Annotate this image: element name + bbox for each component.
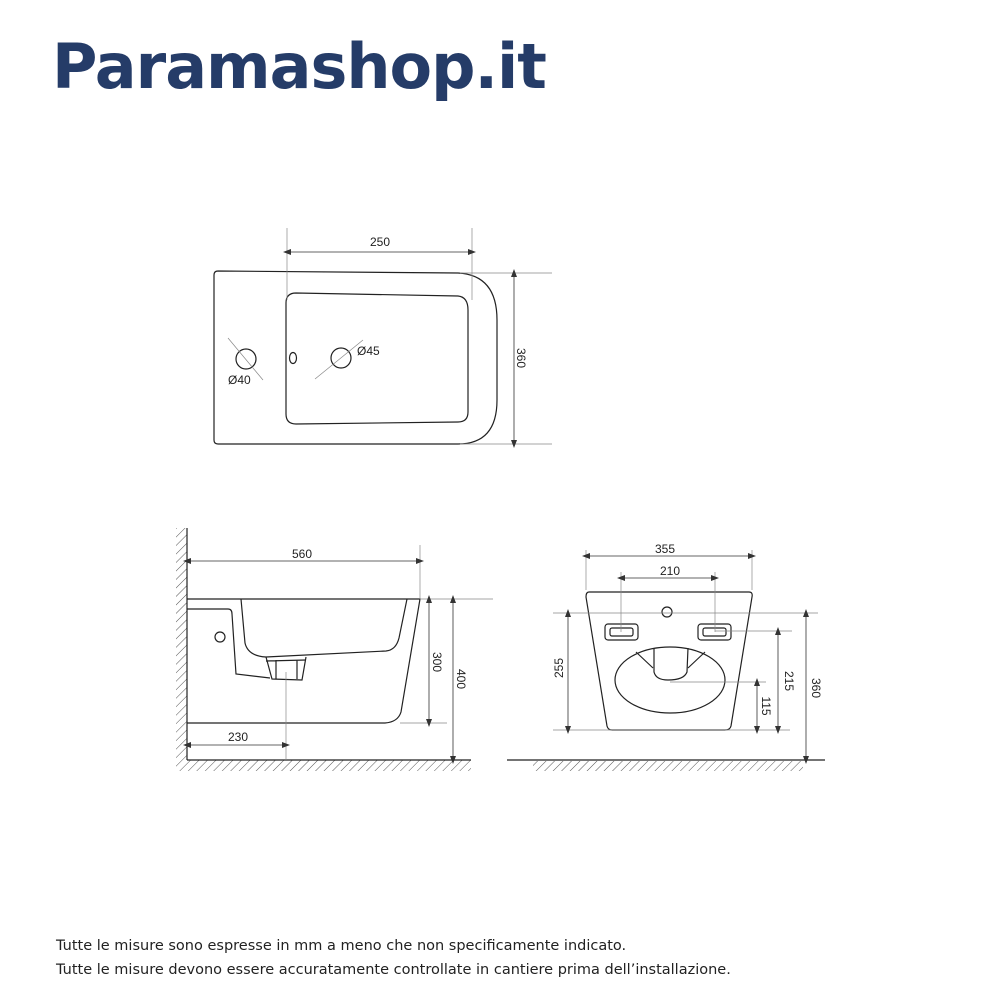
bidet-outline-side	[187, 598, 421, 724]
wall-hatch	[176, 528, 187, 760]
dim-height-side: 300	[430, 652, 444, 672]
drain-side	[265, 656, 307, 681]
dim-depth-top: 360	[514, 348, 528, 368]
bowl-outline-top	[285, 292, 469, 425]
dim-drain-side: 230	[228, 730, 248, 744]
dim-total-height-front: 360	[809, 678, 823, 698]
floor-hatch	[176, 760, 471, 771]
brand-logo: Paramashop.it	[52, 30, 547, 103]
side-view: 560 300 400 230	[176, 528, 493, 771]
tap-hole-small	[235, 348, 257, 370]
dim-floor-side: 400	[454, 669, 468, 689]
note-line: Tutte le misure devono essere accuratame…	[56, 962, 731, 978]
top-view: 250 360 Ø40 Ø45	[213, 228, 552, 448]
hole-large-label: Ø45	[357, 344, 380, 358]
hole-small-label: Ø40	[228, 373, 251, 387]
note-line: Tutte le misure sono espresse in mm a me…	[56, 938, 627, 954]
tap-hole-large	[330, 347, 352, 369]
bowl-front	[614, 646, 726, 714]
dim-left-height-front: 255	[552, 658, 566, 678]
dim-bolt-front: 210	[660, 564, 680, 578]
front-view: 355 210 255 215 115 360	[507, 542, 825, 771]
notes: Tutte le misure sono espresse in mm a me…	[56, 934, 731, 982]
dim-width-top: 250	[370, 235, 390, 249]
floor-hatch-front	[533, 761, 803, 771]
bowl-side	[240, 598, 408, 658]
overflow-hole	[288, 351, 298, 365]
dim-drain-height-front: 115	[759, 696, 773, 715]
dim-length-side: 560	[292, 547, 312, 561]
dim-width-front: 355	[655, 542, 675, 556]
dim-bolt-height-front: 215	[782, 671, 796, 691]
bidet-outline-top	[213, 270, 498, 445]
